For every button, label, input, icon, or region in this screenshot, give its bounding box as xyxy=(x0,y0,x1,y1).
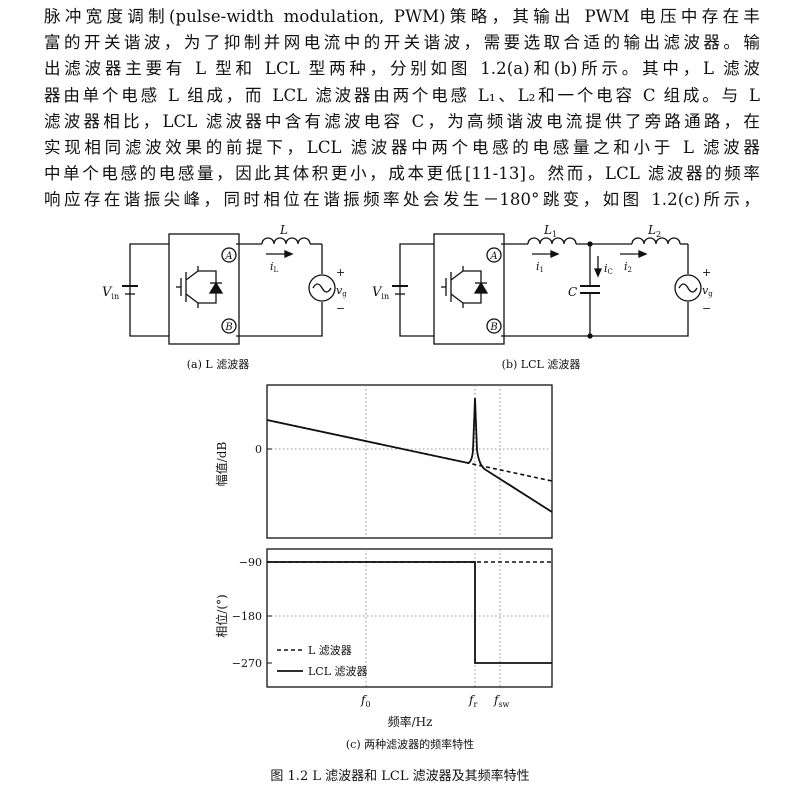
inverter-box xyxy=(433,233,505,345)
circuit-b-lcl-filter: Vin A B L1 i1 C iC xyxy=(372,223,713,371)
grid-source-icon xyxy=(308,274,336,302)
caption-b: (b) LCL 滤波器 xyxy=(502,358,581,371)
svg-text:A: A xyxy=(224,251,232,262)
svg-text:iL: iL xyxy=(270,260,279,274)
svg-text:A: A xyxy=(489,251,497,262)
mag-ylabel: 幅值/dB xyxy=(214,442,229,487)
grid-source-icon xyxy=(674,274,702,302)
x-tick-fsw: fsw xyxy=(493,693,510,709)
circuit-a-l-filter: Vin A B L iL + vg xyxy=(102,223,347,371)
phase-ylabel: 相位/(°) xyxy=(214,594,229,637)
svg-text:vg: vg xyxy=(336,284,347,298)
svg-text:Vin: Vin xyxy=(372,285,389,301)
svg-text:L2: L2 xyxy=(647,223,661,239)
phase-tick-90: −90 xyxy=(239,556,262,569)
magnitude-plot-frame xyxy=(266,384,553,539)
igbt-switch-icon xyxy=(176,266,224,308)
inductor-l1-icon xyxy=(527,237,577,245)
paragraph-line: 响应存在谐振尖峰，同时相位在谐振频率处会发生－180°跳变，如图 1.2(c)所… xyxy=(44,190,760,210)
figure-caption: 图 1.2 L 滤波器和 LCL 滤波器及其频率特性 xyxy=(270,768,529,784)
caption-a: (a) L 滤波器 xyxy=(187,358,249,371)
node-a-icon xyxy=(221,247,237,263)
x-tick-f0: f0 xyxy=(360,693,371,709)
svg-text:−: − xyxy=(702,302,711,315)
svg-text:B: B xyxy=(224,322,232,333)
inverter-box xyxy=(168,233,240,345)
node-a-icon xyxy=(486,247,502,263)
grid-horizontal xyxy=(267,448,552,617)
paragraph-line: 出滤波器主要有 L 型和 LCL 型两种，分别如图 1.2(a)和(b)所示。其… xyxy=(44,59,760,79)
paragraph-line: 富的开关谐波，为了抑制并网电流中的开关谐波，需要选取合适的输出滤波器。输 xyxy=(44,33,760,53)
legend-lcl-filter: LCL 滤波器 xyxy=(308,665,368,678)
phase-plot-frame xyxy=(266,548,553,688)
svg-text:+: + xyxy=(336,266,345,279)
node-b-icon xyxy=(221,318,237,334)
body-paragraph: 脉冲宽度调制(pulse-width modulation, PWM)策略，其输… xyxy=(44,4,760,214)
inductor-l-icon xyxy=(261,237,311,245)
legend-l-filter: L 滤波器 xyxy=(308,644,352,657)
svg-text:L1: L1 xyxy=(543,223,557,239)
grid-vertical xyxy=(365,385,501,687)
svg-text:−: − xyxy=(336,302,345,315)
bode-plot: 0 −90 −180 −270 幅值/dB 相位/(°) f0 fr fsw 频… xyxy=(214,384,553,751)
paragraph-line: 滤波器相比，LCL 滤波器中含有滤波电容 C，为高频谐波电流提供了旁路通路，在 xyxy=(44,111,760,131)
svg-text:L: L xyxy=(279,223,288,237)
legend: L 滤波器 LCL 滤波器 xyxy=(277,644,368,678)
mag-lcl-filter-line xyxy=(266,397,553,513)
paragraph-line: 器由单个电感 L 组成，而 LCL 滤波器由两个电感 L₁、L₂和一个电容 C … xyxy=(44,85,760,105)
svg-text:Vin: Vin xyxy=(102,285,119,301)
phase-tick-180: −180 xyxy=(232,610,262,623)
svg-text:C: C xyxy=(568,285,577,299)
phase-lcl-filter-line xyxy=(267,561,552,664)
svg-text:B: B xyxy=(489,322,497,333)
svg-text:vg: vg xyxy=(702,284,713,298)
mag-tick-0: 0 xyxy=(255,443,262,456)
paragraph-line: 脉冲宽度调制(pulse-width modulation, PWM)策略，其输… xyxy=(44,7,760,26)
paragraph-line: 中单个电感的电感量，因此其体积更小，成本更低[11-13]。然而，LCL 滤波器… xyxy=(44,164,760,184)
inductor-l2-icon xyxy=(631,237,681,245)
caption-c: (c) 两种滤波器的频率特性 xyxy=(346,737,474,751)
node-b-icon xyxy=(486,318,502,334)
x-tick-fr: fr xyxy=(468,693,477,709)
svg-text:i1: i1 xyxy=(536,260,544,274)
x-axis-label: 频率/Hz xyxy=(388,714,433,729)
igbt-switch-icon xyxy=(441,266,489,308)
svg-text:i2: i2 xyxy=(624,260,632,274)
paragraph-line: 实现相同滤波效果的前提下，LCL 滤波器中两个电感的电感量之和小于 L 滤波器 xyxy=(44,137,760,157)
svg-text:iC: iC xyxy=(604,262,613,276)
phase-tick-270: −270 xyxy=(232,657,262,670)
svg-text:+: + xyxy=(702,266,711,279)
